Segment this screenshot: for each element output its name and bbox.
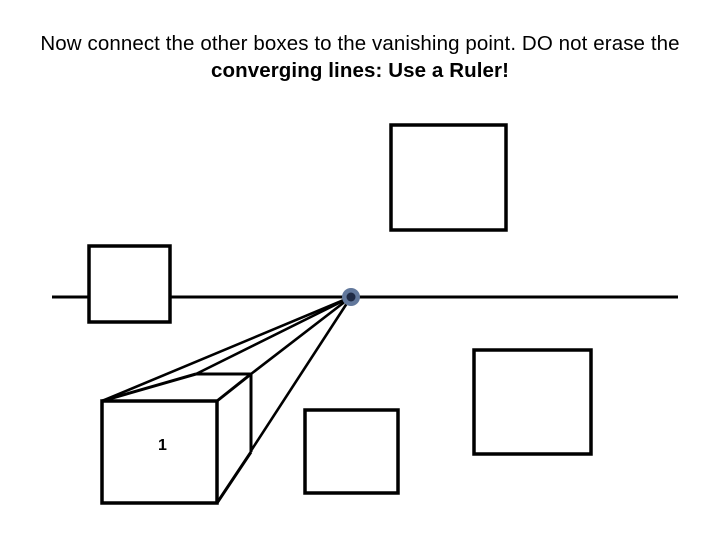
box-top	[389, 123, 508, 232]
cube-one-top-right-receding-edge	[216, 372, 252, 403]
box-right	[472, 348, 593, 456]
title-line-1: Now connect the other boxes to the vanis…	[40, 32, 553, 55]
cube-one-front-face	[100, 399, 219, 505]
title-line-2-plain: not erase the	[558, 32, 680, 55]
cube-one-bottom-right-receding-edge	[215, 451, 253, 504]
converging-line-top-right	[195, 295, 352, 376]
converging-line-back-top-right	[250, 295, 352, 376]
cube-one-top-left-receding-edge	[101, 372, 197, 403]
title-line-2-bold: converging lines: Use a Ruler!	[210, 59, 510, 82]
box-bottom-center	[303, 408, 400, 495]
cube-one-top-face	[102, 374, 251, 401]
converging-line-top-left	[101, 295, 352, 403]
box-left-on-horizon	[87, 244, 172, 324]
slide-title: Now connect the other boxes to the vanis…	[18, 30, 702, 84]
cube-one-label: 1	[158, 437, 167, 454]
cube-one-right-face	[217, 374, 251, 503]
vanishing-point-core	[346, 292, 356, 302]
